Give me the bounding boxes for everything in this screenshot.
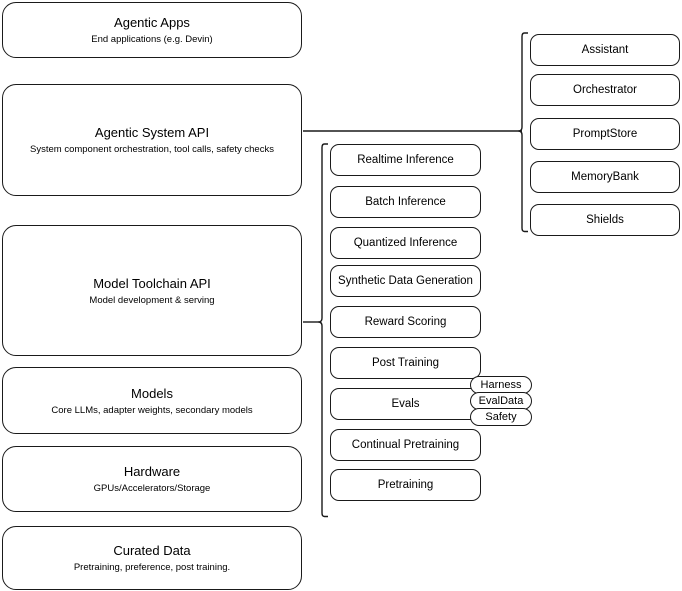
badge-safety[interactable]: Safety [470,408,532,426]
layer-subtitle: Pretraining, preference, post training. [73,562,231,573]
system-components-brace [518,32,528,233]
capability-label: Quantized Inference [353,237,458,249]
toolchain-capabilities-brace [318,143,328,518]
layer-title: Agentic Apps [114,15,190,30]
layer-agentic-system-api[interactable]: Agentic System API System component orch… [2,84,302,196]
capability-label: Synthetic Data Generation [338,275,473,287]
capability-quantized-inference[interactable]: Quantized Inference [330,227,481,259]
capability-label: Post Training [371,357,440,369]
capability-label: Batch Inference [365,196,446,208]
layer-hardware[interactable]: Hardware GPUs/Accelerators/Storage [2,446,302,512]
capability-evals[interactable]: Evals [330,388,481,420]
component-label: PromptStore [572,128,638,140]
layer-subtitle: End applications (e.g. Devin) [91,34,213,45]
layer-subtitle: Core LLMs, adapter weights, secondary mo… [51,404,253,416]
capability-continual-pretraining[interactable]: Continual Pretraining [330,429,481,461]
capability-synthetic-data-generation[interactable]: Synthetic Data Generation [330,265,481,297]
component-orchestrator[interactable]: Orchestrator [530,74,680,106]
component-assistant[interactable]: Assistant [530,34,680,66]
component-promptstore[interactable]: PromptStore [530,118,680,150]
layer-subtitle: GPUs/Accelerators/Storage [93,483,211,494]
capability-label: Pretraining [377,479,434,491]
layer-title: Models [131,385,173,401]
badge-label: Harness [480,379,522,391]
layer-curated-data[interactable]: Curated Data Pretraining, preference, po… [2,526,302,590]
layer-title: Agentic System API [94,125,210,140]
layer-subtitle: System component orchestration, tool cal… [30,144,274,155]
badge-label: Safety [485,411,517,423]
layer-model-toolchain-api[interactable]: Model Toolchain API Model development & … [2,225,302,356]
component-label: Orchestrator [573,84,637,96]
layer-models[interactable]: Models Core LLMs, adapter weights, secon… [2,367,302,434]
capability-reward-scoring[interactable]: Reward Scoring [330,306,481,338]
capability-label: Reward Scoring [364,316,447,328]
capability-label: Evals [391,398,420,410]
component-label: Assistant [581,44,629,56]
component-memorybank[interactable]: MemoryBank [530,161,680,193]
layer-agentic-apps[interactable]: Agentic Apps End applications (e.g. Devi… [2,2,302,58]
capability-post-training[interactable]: Post Training [330,347,481,379]
capability-batch-inference[interactable]: Batch Inference [330,186,481,218]
layer-title: Hardware [123,464,181,479]
component-shields[interactable]: Shields [530,204,680,236]
capability-pretraining[interactable]: Pretraining [330,469,481,501]
component-label: Shields [586,214,624,226]
capability-label: Continual Pretraining [351,439,460,451]
component-label: MemoryBank [571,171,639,183]
layer-title: Curated Data [113,543,191,558]
layer-subtitle: Model development & serving [89,294,215,306]
layer-title: Model Toolchain API [93,275,211,291]
badge-label: EvalData [478,395,524,407]
capability-realtime-inference[interactable]: Realtime Inference [330,144,481,176]
capability-label: Realtime Inference [357,154,454,166]
